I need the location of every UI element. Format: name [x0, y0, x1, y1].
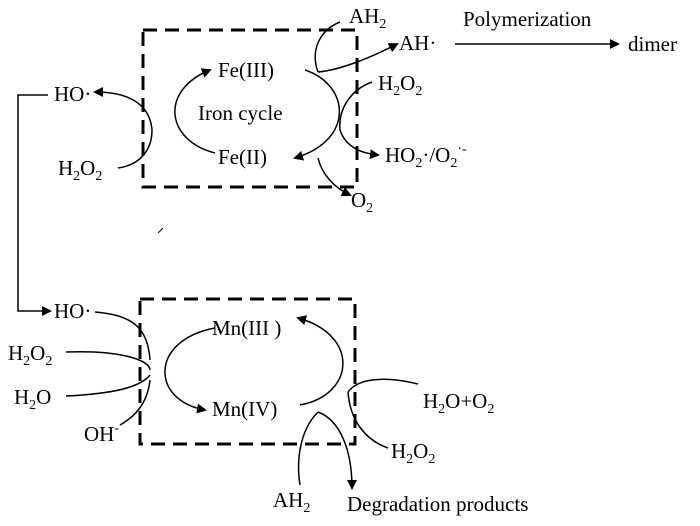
manganese-cycle-box: [138, 297, 357, 446]
fe2-label: Fe(II): [218, 145, 267, 169]
h2o2-right-label-iron: H2O2: [378, 71, 422, 99]
mn-right-arc: [296, 315, 344, 406]
iron-right-arc: [293, 69, 341, 161]
mn-h2o2-curve: [65, 350, 151, 371]
h2o2-right-label-mn: H2O2: [391, 439, 435, 467]
ho2-arrow: [339, 129, 380, 160]
o2-arrow: [317, 157, 352, 197]
iron-cycle-title: Iron cycle: [198, 101, 283, 125]
dimer-label: dimer: [628, 32, 677, 56]
mn-oh-curve: [119, 379, 151, 426]
h2o2-left-label-mn: H2O2: [8, 341, 52, 369]
mn-ah2-curve: [297, 411, 319, 486]
ah-radical-label: AH·: [399, 31, 436, 55]
h2o2-right-curve: [339, 81, 373, 131]
polymerization-label: Polymerization: [463, 7, 592, 31]
mn-ho-curve: [94, 311, 151, 361]
mn-left-arc: [164, 327, 216, 414]
iron-left-arc: [174, 68, 216, 154]
mn-h2o2-right-curve: [347, 391, 389, 449]
h2o2-left-label-iron: H2O2: [58, 156, 102, 184]
ah2-curve: [314, 21, 341, 73]
h2o-label-mn: H2O: [14, 385, 51, 413]
mn4-label: Mn(IV): [212, 397, 277, 421]
o2-label: O2: [351, 188, 373, 216]
ho-radical-arrow-iron: [93, 87, 153, 131]
h2o2-left-curve: [117, 129, 153, 169]
degradation-products-label: Degradation products: [347, 492, 528, 516]
h2o-o2-label: H2O+O2: [423, 389, 494, 417]
ah-radical-arrow: [317, 43, 399, 73]
oh-minus-label: OH-: [84, 421, 119, 446]
mn-h2o-o2-curve: [347, 378, 419, 393]
ah2-label-mn: AH2: [273, 488, 310, 516]
fe3-label: Fe(III): [218, 58, 274, 82]
stray-mark: [157, 227, 164, 234]
ho-connector-line: [17, 94, 52, 316]
ho-radical-label-mn: HO·: [54, 299, 91, 323]
degradation-arrow: [317, 411, 357, 490]
ah2-label-iron: AH2: [349, 4, 386, 32]
ho-radical-label-iron: HO·: [54, 82, 91, 106]
ho2-o2-label: HO2·/O2·-: [385, 142, 467, 171]
mn3-label: Mn(III ): [212, 316, 281, 340]
mn-h2o-curve: [65, 374, 151, 397]
